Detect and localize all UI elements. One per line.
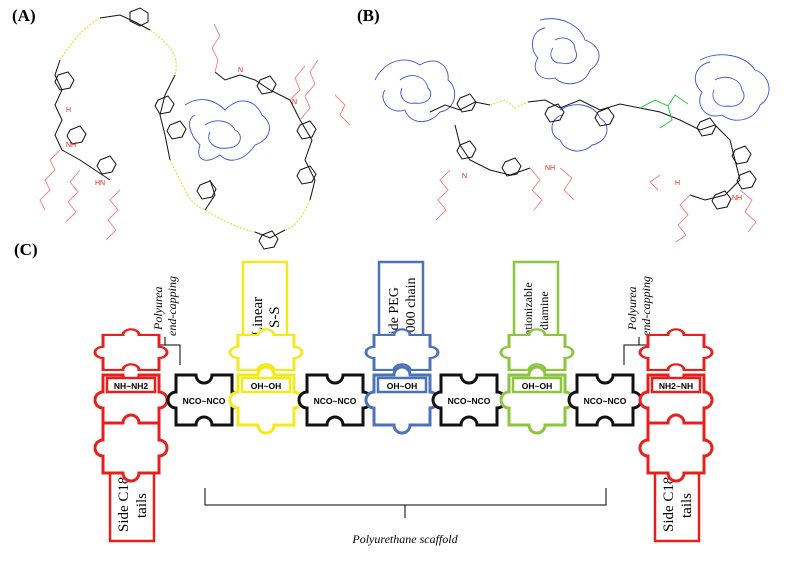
c18-tails-b	[435, 167, 757, 243]
puzzle-piece-diamine-label: OH~OH	[522, 381, 552, 391]
svg-text:N: N	[292, 99, 297, 106]
puzzle-piece-nco-3-body	[431, 373, 507, 427]
svg-text:N: N	[238, 67, 243, 74]
panel-label-c: (C)	[14, 240, 38, 259]
svg-text:N: N	[462, 173, 467, 180]
backbone-a	[54, 7, 317, 250]
scaffold-label: Polyurethane scaffold	[351, 532, 458, 546]
panel-label-b: (B)	[357, 6, 380, 25]
c18-box-right-line2: tails	[679, 493, 695, 518]
puzzle-piece-nco-1-label: NCO~NCO	[183, 396, 226, 406]
diamine-box-line2: diamine	[537, 291, 551, 330]
c18-box-left-line1: Side C18	[116, 477, 132, 532]
puzzle-piece-peg-upper	[364, 328, 440, 371]
svg-text:H: H	[675, 180, 680, 187]
puzzle-piece-nco-4-body	[567, 373, 643, 427]
puzzle-piece-nco-3: NCO~NCO	[431, 373, 507, 427]
panel-label-a: (A)	[12, 6, 36, 25]
puzzle-piece-c18-left-lower	[93, 413, 169, 483]
c18-box-right-line1: Side C18	[661, 477, 677, 532]
puzzle-piece-c18-left-label-box	[105, 376, 157, 394]
scaffold-bracket	[204, 488, 607, 518]
peg-box-line2: -1000 chain	[404, 278, 419, 344]
peg-box: Side PEG -1000 chain	[377, 260, 425, 352]
ss-box-line2: S-S	[267, 306, 283, 328]
puzzle-piece-ss-label: OH~OH	[251, 381, 281, 391]
puzzle-piece-nco-4-label: NCO~NCO	[584, 396, 627, 406]
diamine-b	[639, 94, 689, 129]
backbone-b	[429, 93, 757, 210]
puzzle-piece-nco-1: NCO~NCO	[166, 373, 242, 427]
ss-segment-b	[489, 99, 529, 109]
puzzle-piece-c18-right: NH2~NH	[638, 328, 714, 483]
end-cap-right-line1: Polyurea	[625, 286, 639, 331]
end-cap-left-line2: end-capping	[165, 276, 179, 336]
puzzle-piece-c18-left-upper	[93, 328, 169, 371]
peg-box-line1: Side PEG	[387, 287, 402, 342]
puzzle-piece-diamine: OH~OH	[499, 328, 575, 435]
puzzle-piece-peg-label: OH~OH	[387, 381, 417, 391]
svg-text:H: H	[66, 107, 71, 114]
svg-text:NH: NH	[66, 142, 76, 149]
end-cap-right-line2: end-capping	[639, 276, 653, 336]
ss-backbone-a	[59, 17, 311, 233]
puzzle-piece-nco-2: NCO~NCO	[297, 373, 373, 427]
puzzle-piece-peg: OH~OH	[364, 328, 440, 435]
end-cap-left-line1: Polyurea	[151, 286, 165, 331]
peg-chain-a	[184, 99, 270, 161]
c18-box-left-line2: tails	[134, 493, 150, 518]
puzzle-piece-nco-3-label: NCO~NCO	[448, 396, 491, 406]
puzzle-piece-diamine-upper	[499, 328, 575, 371]
c18-box-left: Side C18 tails	[108, 453, 156, 543]
puzzle-piece-c18-right-label: NH2~NH	[659, 381, 693, 391]
puzzle-piece-c18-right-label-box	[650, 376, 702, 394]
puzzle-piece-nco-2-label: NCO~NCO	[314, 396, 357, 406]
nh-labels-a: H NH HN N N	[66, 67, 297, 187]
puzzle-piece-nco-2-body	[297, 373, 373, 427]
c18-tails-a	[39, 23, 351, 241]
puzzle-piece-ss: OH~OH	[228, 328, 304, 435]
puzzle-piece-c18-right-lower	[638, 413, 714, 483]
c18-box-right: Side C18 tails	[653, 453, 701, 543]
svg-text:HN: HN	[95, 180, 105, 187]
puzzle-piece-peg-label-box	[376, 376, 428, 394]
ss-box-line1: Linear	[250, 297, 266, 336]
ss-box: Linear S-S	[241, 260, 289, 352]
svg-text:NH: NH	[545, 165, 555, 172]
nh-labels-b: N NH H NH	[462, 165, 742, 202]
puzzle-piece-c18-left-label: NH~NH2	[114, 381, 149, 391]
svg-text:NH: NH	[732, 195, 742, 202]
puzzle-piece-ss-label-box	[240, 376, 292, 394]
puzzle-piece-c18-right-upper	[638, 328, 714, 371]
puzzle-piece-ss-upper	[228, 328, 304, 371]
puzzle-piece-c18-left: NH~NH2	[93, 328, 169, 483]
peg-chain-b	[374, 18, 770, 152]
diamine-box-line1: Cationizable	[521, 282, 535, 343]
puzzle-piece-nco-4: NCO~NCO	[567, 373, 643, 427]
puzzle-piece-diamine-label-box	[511, 376, 563, 394]
puzzle-piece-nco-1-body	[166, 373, 242, 427]
